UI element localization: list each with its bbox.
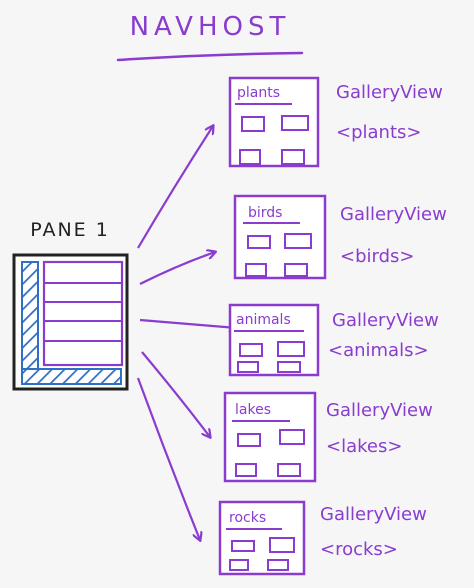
gallery-view-param: <rocks> (320, 539, 398, 560)
page-frame (228, 303, 320, 377)
title-underline (116, 51, 304, 62)
thumbnail (277, 463, 301, 477)
thumbnail (239, 149, 261, 165)
page-card-lakes: lakes GalleryView <lakes> (223, 391, 433, 483)
pane-frame (12, 253, 129, 391)
gallery-view-label: GalleryView (336, 82, 443, 103)
page-tab-label: plants (237, 85, 280, 101)
thumbnail (267, 559, 289, 571)
pane-label: PANE 1 (30, 219, 110, 241)
page-card-birds: birds GalleryView <birds> (233, 194, 447, 280)
thumbnail (284, 263, 308, 277)
gallery-view-param: <animals> (328, 340, 429, 361)
thumbnail (281, 115, 309, 131)
page-card-rocks: rocks GalleryView <rocks> (218, 500, 427, 576)
gallery-view-label: GalleryView (320, 504, 427, 525)
thumbnail (241, 116, 265, 132)
arrow-to-lakes (141, 351, 210, 437)
thumbnail (237, 433, 261, 447)
page-tab-label: lakes (235, 402, 271, 418)
page-card-animals: animals GalleryView <animals> (228, 303, 439, 377)
thumbnail (277, 361, 301, 373)
thumbnail (229, 559, 249, 571)
gallery-view-param: <plants> (336, 122, 421, 143)
thumbnail (239, 343, 263, 357)
nav-arrows (136, 126, 237, 540)
thumbnail (231, 540, 255, 552)
thumbnail (247, 235, 271, 249)
arrow-to-birds (139, 252, 215, 285)
gallery-view-label: GalleryView (332, 310, 439, 331)
thumbnail (281, 149, 305, 165)
gallery-view-label: GalleryView (340, 204, 447, 225)
thumbnail (284, 233, 312, 249)
thumbnail (277, 341, 305, 357)
thumbnail (269, 537, 295, 553)
thumbnail (245, 263, 267, 277)
arrow-to-animals (139, 318, 237, 328)
thumbnail (237, 361, 259, 373)
page-tab-label: rocks (229, 510, 266, 526)
page-tab-label: animals (236, 312, 291, 328)
page-tab-label: birds (248, 205, 282, 221)
thumbnail (235, 463, 257, 477)
page-card-plants: plants GalleryView <plants> (228, 76, 443, 168)
arrow-to-plants (137, 126, 213, 249)
diagram-title: NAVHOST (130, 12, 291, 42)
arrow-to-rocks (136, 377, 200, 540)
gallery-view-param: <lakes> (326, 436, 402, 457)
gallery-view-param: <birds> (340, 246, 414, 267)
thumbnail (279, 429, 305, 445)
gallery-view-label: GalleryView (326, 400, 433, 421)
